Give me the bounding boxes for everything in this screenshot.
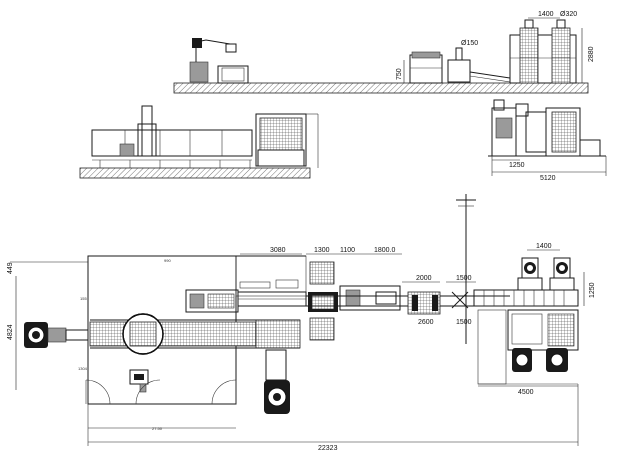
tiny-label-1304: 1304 bbox=[78, 366, 88, 371]
robot-palletizer-elevation bbox=[189, 38, 249, 84]
dim-1400-top: 1400 bbox=[538, 11, 554, 18]
end-elevation-view: 1250 5120 bbox=[488, 99, 607, 182]
main-conveyor-plan bbox=[89, 313, 301, 355]
dim-2880: 2880 bbox=[588, 46, 595, 62]
vertical-marker bbox=[456, 194, 476, 344]
dim-449: 449 bbox=[7, 262, 14, 274]
dim-1500-top: 1500 bbox=[456, 275, 472, 282]
dim-2600: 2600 bbox=[418, 319, 434, 326]
floor-slab-2 bbox=[79, 167, 311, 179]
plan-view: 449 4824 3080 1300 1100 1800.0 2000 1500 bbox=[7, 194, 596, 452]
side-elevation-view bbox=[79, 105, 319, 179]
dual-column-machine-elevation bbox=[509, 19, 577, 84]
upper-conveyor-plan bbox=[185, 279, 307, 313]
dim-1250-plan: 1250 bbox=[589, 282, 596, 298]
dim-1100: 1100 bbox=[340, 247, 355, 254]
dim-dia-150: Ø150 bbox=[461, 40, 478, 47]
dim-1250-end: 1250 bbox=[509, 162, 525, 169]
dim-dia-320: Ø320 bbox=[560, 11, 577, 18]
lower-robot-plan bbox=[264, 349, 290, 414]
tiny-label-990: 990 bbox=[164, 258, 171, 263]
conveyor-elevation bbox=[409, 47, 511, 84]
dim-4824: 4824 bbox=[7, 324, 14, 340]
dim-2000: 2000 bbox=[416, 275, 432, 282]
center-stations-plan bbox=[306, 261, 510, 341]
floor-slab bbox=[173, 82, 589, 94]
right-section-plan bbox=[473, 257, 579, 385]
dim-750: 750 bbox=[396, 68, 403, 80]
dim-1500-bottom: 1500 bbox=[456, 319, 472, 326]
dim-1800: 1800.0 bbox=[374, 247, 396, 254]
dim-22323: 22323 bbox=[318, 445, 338, 452]
tiny-label-155: 155 bbox=[80, 296, 87, 301]
dim-5120: 5120 bbox=[540, 175, 556, 182]
dim-4500: 4500 bbox=[518, 389, 534, 396]
left-drive-unit bbox=[24, 322, 89, 348]
tiny-label-2750: 27.50 bbox=[152, 426, 163, 431]
dim-1400-plan: 1400 bbox=[536, 243, 552, 250]
top-elevation-view: 1400 Ø320 2880 Ø150 750 bbox=[173, 11, 595, 94]
dim-3080: 3080 bbox=[270, 247, 286, 254]
dim-1300: 1300 bbox=[314, 247, 330, 254]
